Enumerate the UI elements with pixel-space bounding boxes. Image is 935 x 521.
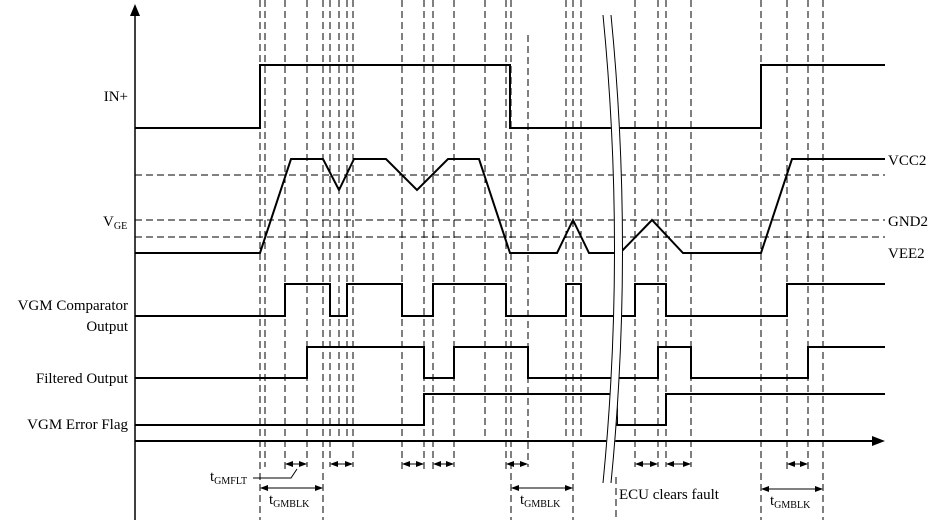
label-comparator-output-line2: Output	[86, 319, 129, 335]
label-tgmflt: tGMFLT	[210, 469, 247, 487]
label-vee2: VEE2	[888, 246, 925, 262]
label-error-flag: VGM Error Flag	[27, 417, 128, 433]
comparator-output-waveform	[135, 283, 885, 317]
label-in-plus: IN+	[104, 89, 128, 105]
label-tgmblk: tGMBLK	[770, 493, 811, 511]
tgmflt-leader-line	[253, 468, 298, 479]
time-break-marker	[602, 14, 623, 484]
voltage-reference-lines	[135, 174, 885, 238]
label-gnd2: GND2	[888, 214, 928, 230]
label-ecu-clears-fault: ECU clears fault	[619, 487, 720, 503]
label-comparator-output-line1: VGM Comparator	[18, 298, 128, 314]
vge-waveform	[135, 158, 885, 254]
filtered-output-waveform	[135, 346, 885, 379]
axis-arrow-right-icon	[872, 436, 885, 446]
in-plus-waveform	[135, 64, 885, 129]
error-flag-waveform	[135, 393, 885, 426]
label-filtered-output: Filtered Output	[36, 371, 129, 387]
label-vge: VGE	[103, 214, 127, 232]
label-tgmblk: tGMBLK	[269, 492, 310, 510]
label-vcc2: VCC2	[888, 153, 926, 169]
axis-arrow-up-icon	[130, 4, 140, 16]
label-tgmblk: tGMBLK	[520, 492, 561, 510]
